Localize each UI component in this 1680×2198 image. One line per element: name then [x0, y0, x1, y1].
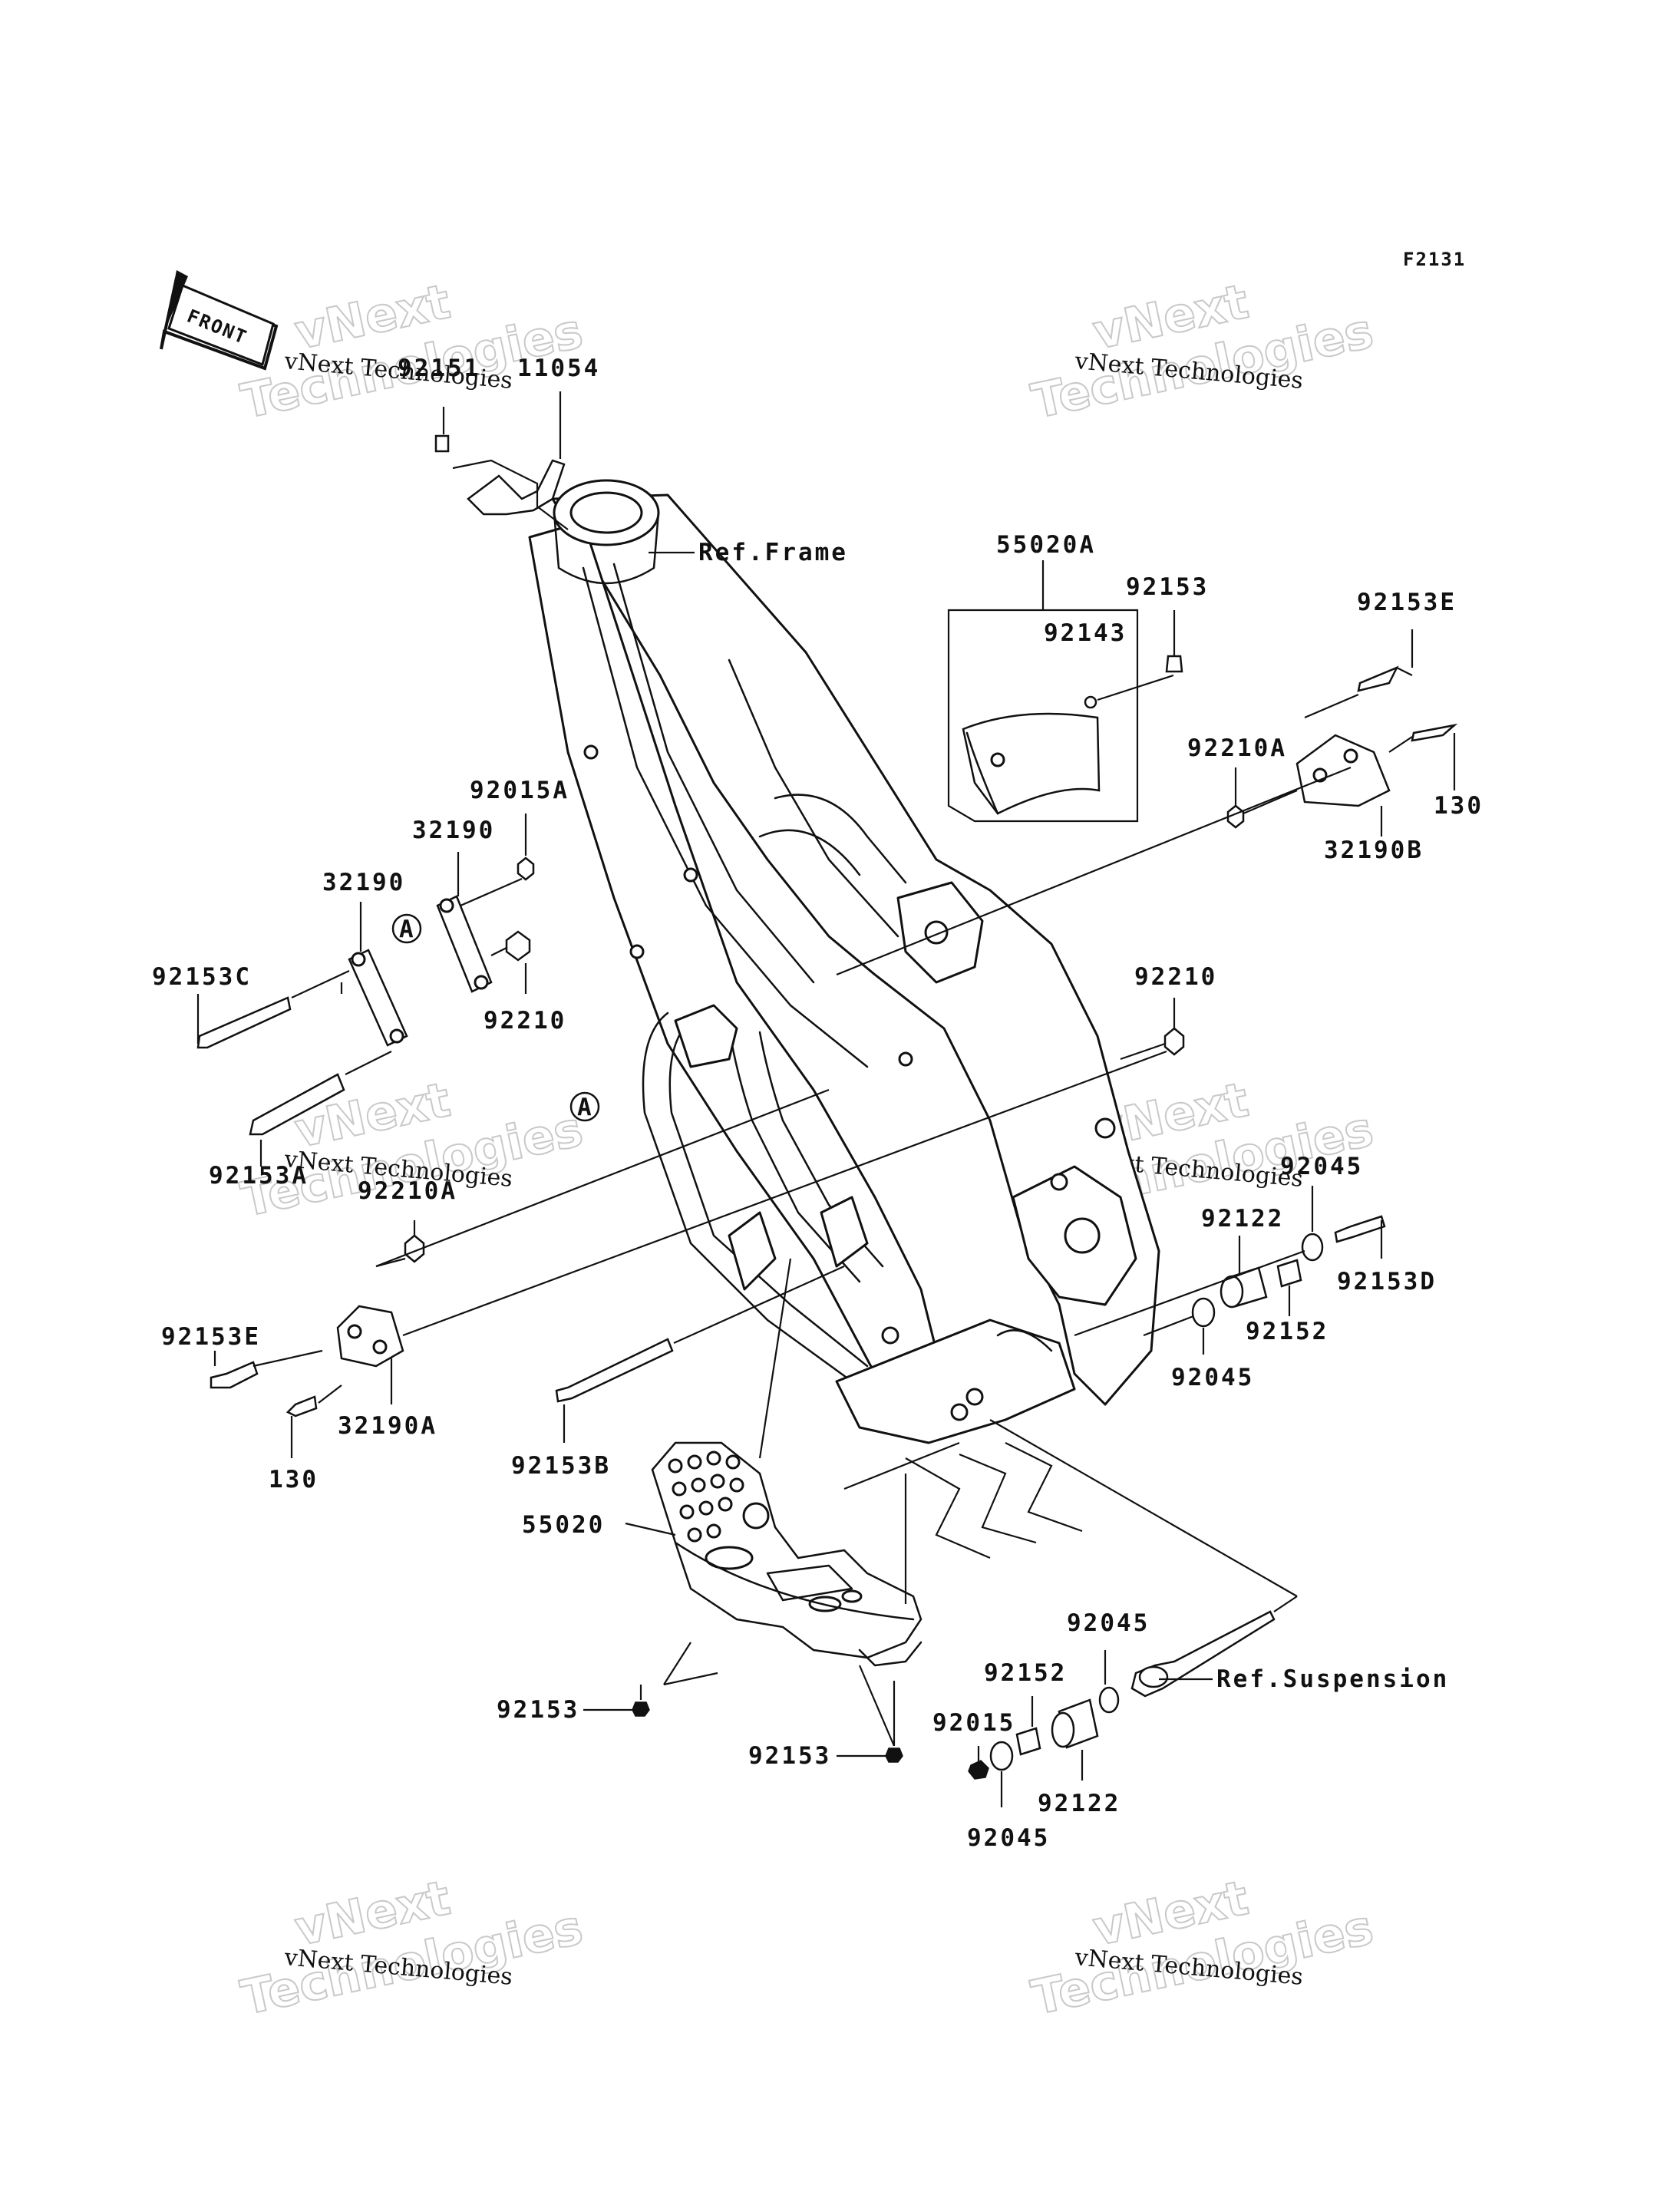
label-92153A: 92153A	[209, 1162, 309, 1190]
label-32190-upper: 32190	[412, 817, 495, 844]
label-11054: 11054	[517, 355, 600, 382]
label-130-right: 130	[1434, 792, 1484, 820]
washer-92045-a-icon	[1301, 1233, 1324, 1262]
watermark-bottom-left: vNext Technologies vNext Technologies	[236, 1869, 588, 2027]
lower-left-bracket	[210, 1050, 1167, 1458]
frame-cover-assembly	[947, 560, 1183, 823]
nut-92210-right-icon	[1163, 1027, 1185, 1056]
watermark-top-right: vNext Technologies vNext Technologies	[1026, 272, 1378, 431]
ref-frame-label: Ref.Frame	[698, 539, 848, 566]
label-92153-skid-left: 92153	[497, 1696, 579, 1724]
label-130-left: 130	[269, 1466, 319, 1493]
label-92015: 92015	[932, 1709, 1015, 1737]
ref-suspension-label: Ref.Suspension	[1216, 1665, 1449, 1693]
label-92152-b: 92152	[984, 1659, 1067, 1687]
label-92210A-left: 92210A	[358, 1177, 457, 1205]
label-92143: 92143	[1044, 619, 1127, 647]
washer-92045-c-icon	[1098, 1686, 1120, 1714]
label-92015A: 92015A	[470, 777, 569, 804]
callout-marker-a	[391, 913, 422, 944]
label-55020: 55020	[522, 1511, 605, 1539]
collar-92152-a-icon	[1276, 1259, 1302, 1288]
lower-pivot-hardware	[968, 1419, 1298, 1807]
label-92122-a: 92122	[1201, 1205, 1284, 1233]
nut-92015A-icon	[517, 856, 535, 881]
label-55020A: 55020A	[996, 531, 1096, 559]
label-92153E-left: 92153E	[161, 1323, 261, 1351]
screw-92153-left-icon	[632, 1701, 650, 1717]
bolt-92153E-right-icon	[1357, 665, 1399, 692]
collar-92152-b-icon	[1015, 1727, 1041, 1756]
label-92153B: 92153B	[511, 1452, 611, 1480]
bolt-92153A-icon	[249, 1073, 345, 1136]
bolt-130-left-icon	[286, 1395, 318, 1417]
washer-92045-b-icon	[1191, 1297, 1216, 1328]
grommet-92143-icon	[1084, 695, 1097, 709]
bolt-130-right-icon	[1411, 723, 1458, 742]
label-92045-c: 92045	[1067, 1609, 1150, 1637]
label-92210-left: 92210	[484, 1007, 566, 1035]
screw-92153-bottom-icon	[885, 1748, 903, 1763]
bolt-92153-icon	[1165, 655, 1183, 673]
label-92152-a: 92152	[1246, 1318, 1328, 1345]
watermark-top-left: vNext Technologies vNext Technologies	[236, 272, 588, 431]
front-arrow-icon: FRONT	[160, 270, 279, 371]
label-32190A: 32190A	[338, 1412, 437, 1440]
cable-guide-assembly	[434, 391, 569, 530]
label-92210-right: 92210	[1134, 963, 1217, 991]
bolt-92153D-icon	[1334, 1215, 1386, 1243]
nut-92210-left-icon	[505, 930, 531, 962]
label-92045-a: 92045	[1280, 1153, 1363, 1180]
callout-marker-a-frame	[569, 1091, 600, 1122]
nut-92015-icon	[968, 1760, 989, 1780]
skid-plate	[583, 1258, 1083, 1763]
diagram-code: F2131	[1403, 249, 1466, 270]
label-92151: 92151	[398, 355, 480, 382]
watermark-bottom-right: vNext Technologies vNext Technologies	[1026, 1869, 1378, 2027]
callout-a-frame-label: A	[577, 1094, 594, 1121]
label-92045-b: 92045	[1171, 1364, 1254, 1391]
bolt-92153C-icon	[196, 996, 292, 1049]
label-92153-skid-bottom: 92153	[748, 1742, 831, 1770]
right-engine-bracket	[836, 629, 1458, 976]
left-engine-brackets: A	[196, 814, 535, 1167]
label-92153-top: 92153	[1126, 573, 1209, 601]
label-32190B: 32190B	[1324, 837, 1424, 864]
bolt-92153E-left-icon	[210, 1361, 259, 1389]
label-92045-d: 92045	[967, 1824, 1050, 1852]
upper-pivot-hardware	[1074, 1186, 1386, 1355]
motorcycle-frame	[528, 479, 1160, 1444]
bolt-92153B-icon	[555, 1338, 674, 1403]
label-92122-b: 92122	[1038, 1790, 1121, 1817]
label-32190-lower: 32190	[322, 869, 405, 896]
label-92153D: 92153D	[1337, 1268, 1437, 1295]
label-92153C: 92153C	[152, 963, 252, 991]
washer-92045-d-icon	[989, 1741, 1014, 1771]
label-92153E-right: 92153E	[1357, 589, 1457, 616]
screw-92151-icon	[434, 434, 450, 453]
skid-plate-holes	[668, 1450, 770, 1543]
label-92210A-right: 92210A	[1187, 734, 1287, 762]
callout-a-label: A	[399, 916, 416, 943]
